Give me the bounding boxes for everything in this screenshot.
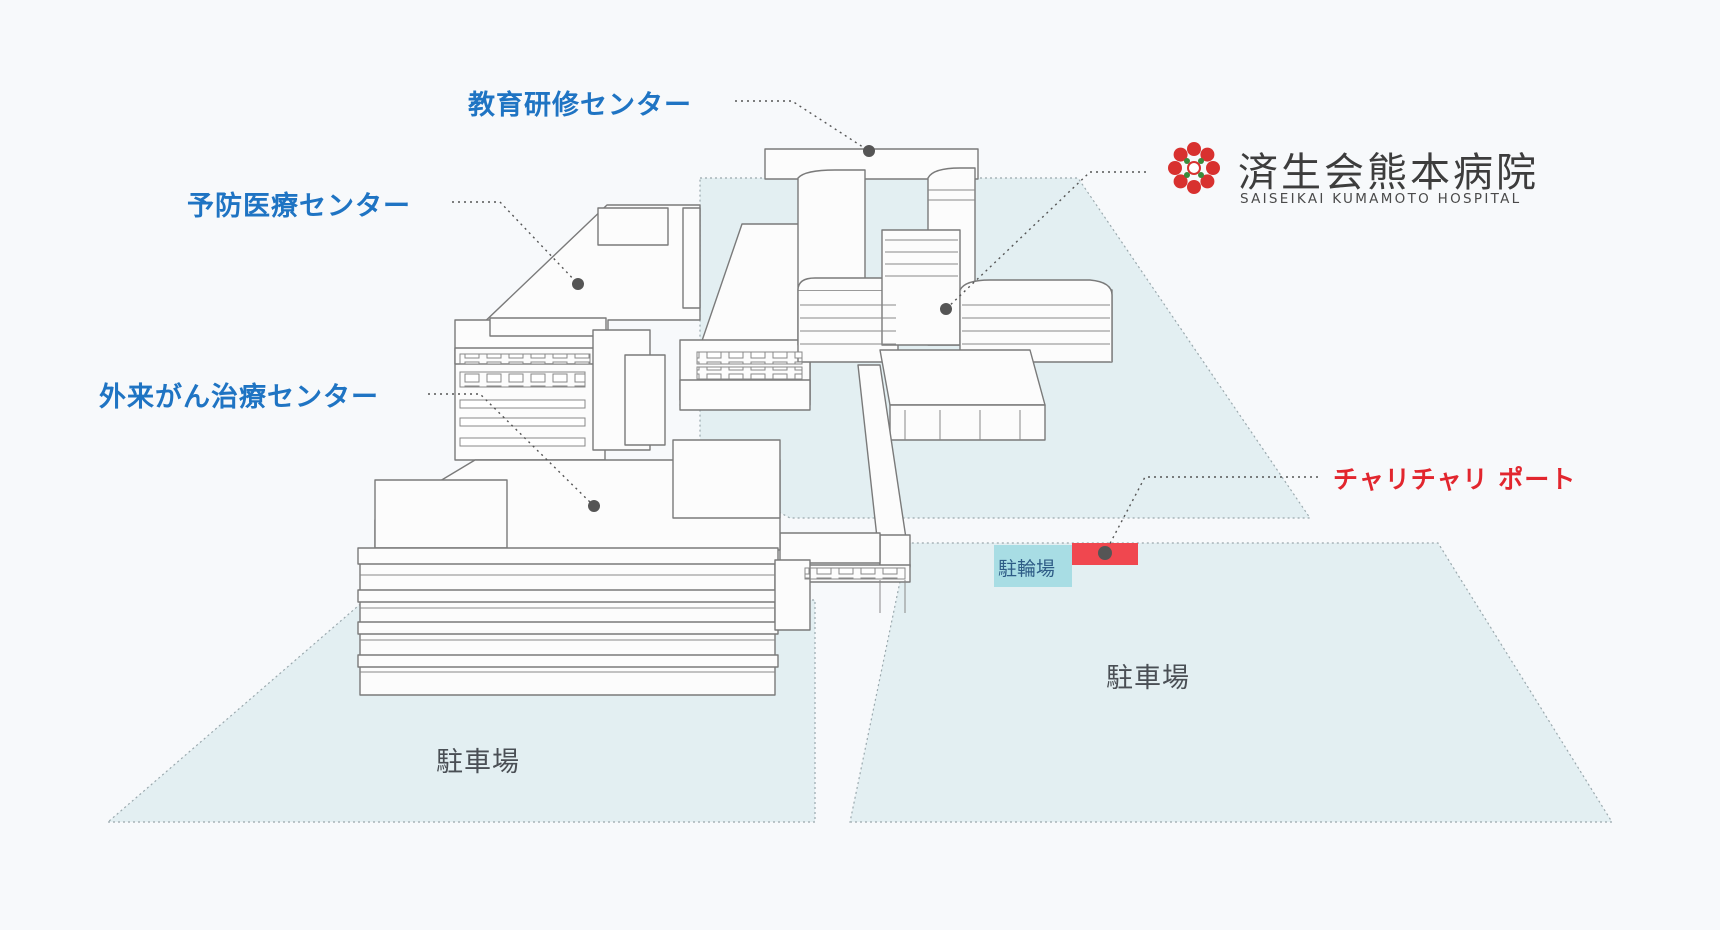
pin-education xyxy=(863,145,875,157)
saiseikai-flower-icon xyxy=(1168,142,1220,194)
label-bicycle-parking: 駐輪場 xyxy=(998,558,1056,580)
hospital-name: 済生会熊本病院 xyxy=(1238,150,1539,196)
label-parking-right: 駐車場 xyxy=(1106,663,1190,694)
pin-cancer xyxy=(588,500,600,512)
leader-hospital xyxy=(945,171,1146,310)
label-parking-left: 駐車場 xyxy=(436,747,520,778)
leader-lines xyxy=(428,100,1318,554)
pin-dots xyxy=(572,145,1112,560)
pin-chari-port xyxy=(1098,546,1112,560)
pin-preventive xyxy=(572,278,584,290)
leader-education xyxy=(735,100,870,152)
hospital-subtitle: SAISEIKAI KUMAMOTO HOSPITAL xyxy=(1240,191,1522,207)
label-chari-port: チャリチャリ ポート xyxy=(1333,465,1577,494)
label-education-center: 教育研修センター xyxy=(468,90,692,121)
bicycle-parking-area xyxy=(994,545,1072,587)
tower-floor-bands xyxy=(360,189,1110,673)
parking-lot-right xyxy=(849,542,1614,823)
label-preventive-center: 予防医療センター xyxy=(187,191,411,222)
leader-preventive xyxy=(452,201,579,285)
pin-hospital xyxy=(940,303,952,315)
window-details xyxy=(459,351,906,580)
label-cancer-center: 外来がん治療センター xyxy=(99,382,379,413)
